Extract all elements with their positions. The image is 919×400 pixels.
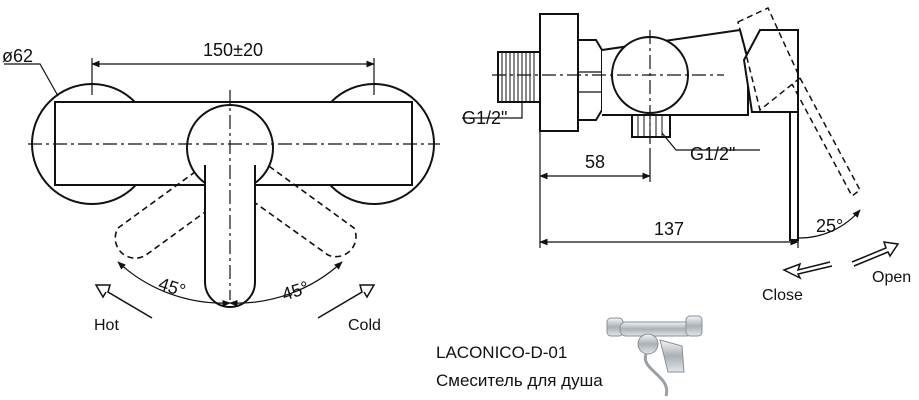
- close-arrow: [782, 261, 833, 280]
- depth-58-label: 58: [585, 152, 605, 172]
- lever-ghost-open: [737, 7, 861, 198]
- front-view-labels: ø62 150±20 45° 45° Hot Cold: [2, 40, 381, 334]
- outlet-thread: [631, 114, 671, 138]
- angle-left-label: 45°: [156, 273, 188, 300]
- angle-arc-left: [117, 261, 231, 307]
- outlet-thread-label: G1/2": [690, 144, 735, 164]
- dim-58: [539, 132, 651, 248]
- product-photo: [606, 315, 703, 397]
- product-description: Смеситель для душа: [436, 371, 603, 390]
- hot-label: Hot: [94, 317, 119, 334]
- inlet-thread-label: G1/2": [462, 108, 507, 128]
- cold-arrow: [317, 284, 376, 319]
- wall-flange: [539, 13, 579, 132]
- inlet-thread-leader: [462, 102, 523, 119]
- hex-nut: [577, 39, 603, 121]
- lever-ghost-left: [114, 147, 261, 259]
- diameter-leader: [4, 63, 59, 97]
- depth-137-label: 137: [654, 219, 684, 239]
- front-view: [4, 58, 440, 319]
- dim-150: [91, 58, 375, 95]
- lever-side: [789, 111, 799, 241]
- lever-angle-label: 25°: [816, 216, 843, 236]
- side-center-lines: [492, 30, 724, 150]
- side-view: [462, 7, 900, 280]
- hot-arrow: [94, 284, 153, 319]
- spacing-label: 150±20: [203, 40, 263, 60]
- cold-label: Cold: [348, 317, 381, 334]
- side-view-labels: G1/2" G1/2" 58 137 25° Close Open: [462, 108, 911, 304]
- inlet-thread: [497, 51, 541, 103]
- open-arrow: [851, 241, 900, 267]
- model-code: LACONICO-D-01: [436, 343, 568, 362]
- close-label: Close: [762, 287, 803, 304]
- lever-angle-arc: [797, 209, 861, 239]
- dim-137: [539, 238, 799, 248]
- diameter-label: ø62: [2, 46, 33, 66]
- angle-arc-right: [229, 261, 343, 307]
- handle-head: [742, 29, 799, 113]
- open-label: Open: [872, 269, 911, 286]
- outlet-thread-leader: [661, 132, 760, 151]
- angle-right-label: 45°: [279, 277, 311, 304]
